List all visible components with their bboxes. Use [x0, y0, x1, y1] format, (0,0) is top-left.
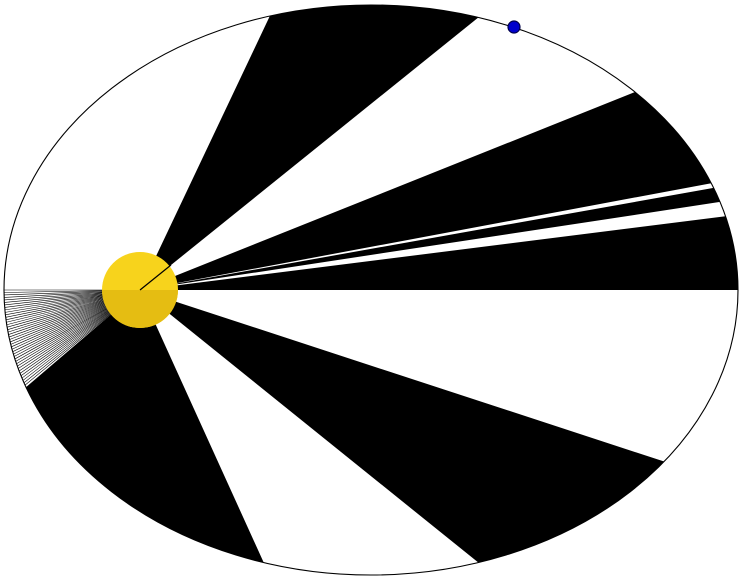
elliptical-orbit — [3, 4, 739, 576]
sun-icon — [102, 252, 178, 328]
swept-sector-2 — [140, 187, 721, 290]
swept-area-sectors — [26, 5, 738, 563]
swept-sector-1 — [140, 216, 738, 290]
swept-sector-6 — [140, 290, 665, 563]
planet-icon — [507, 20, 521, 34]
swept-sector-3 — [140, 92, 712, 291]
swept-sector-5 — [26, 290, 264, 563]
swept-sector-4 — [140, 5, 479, 290]
